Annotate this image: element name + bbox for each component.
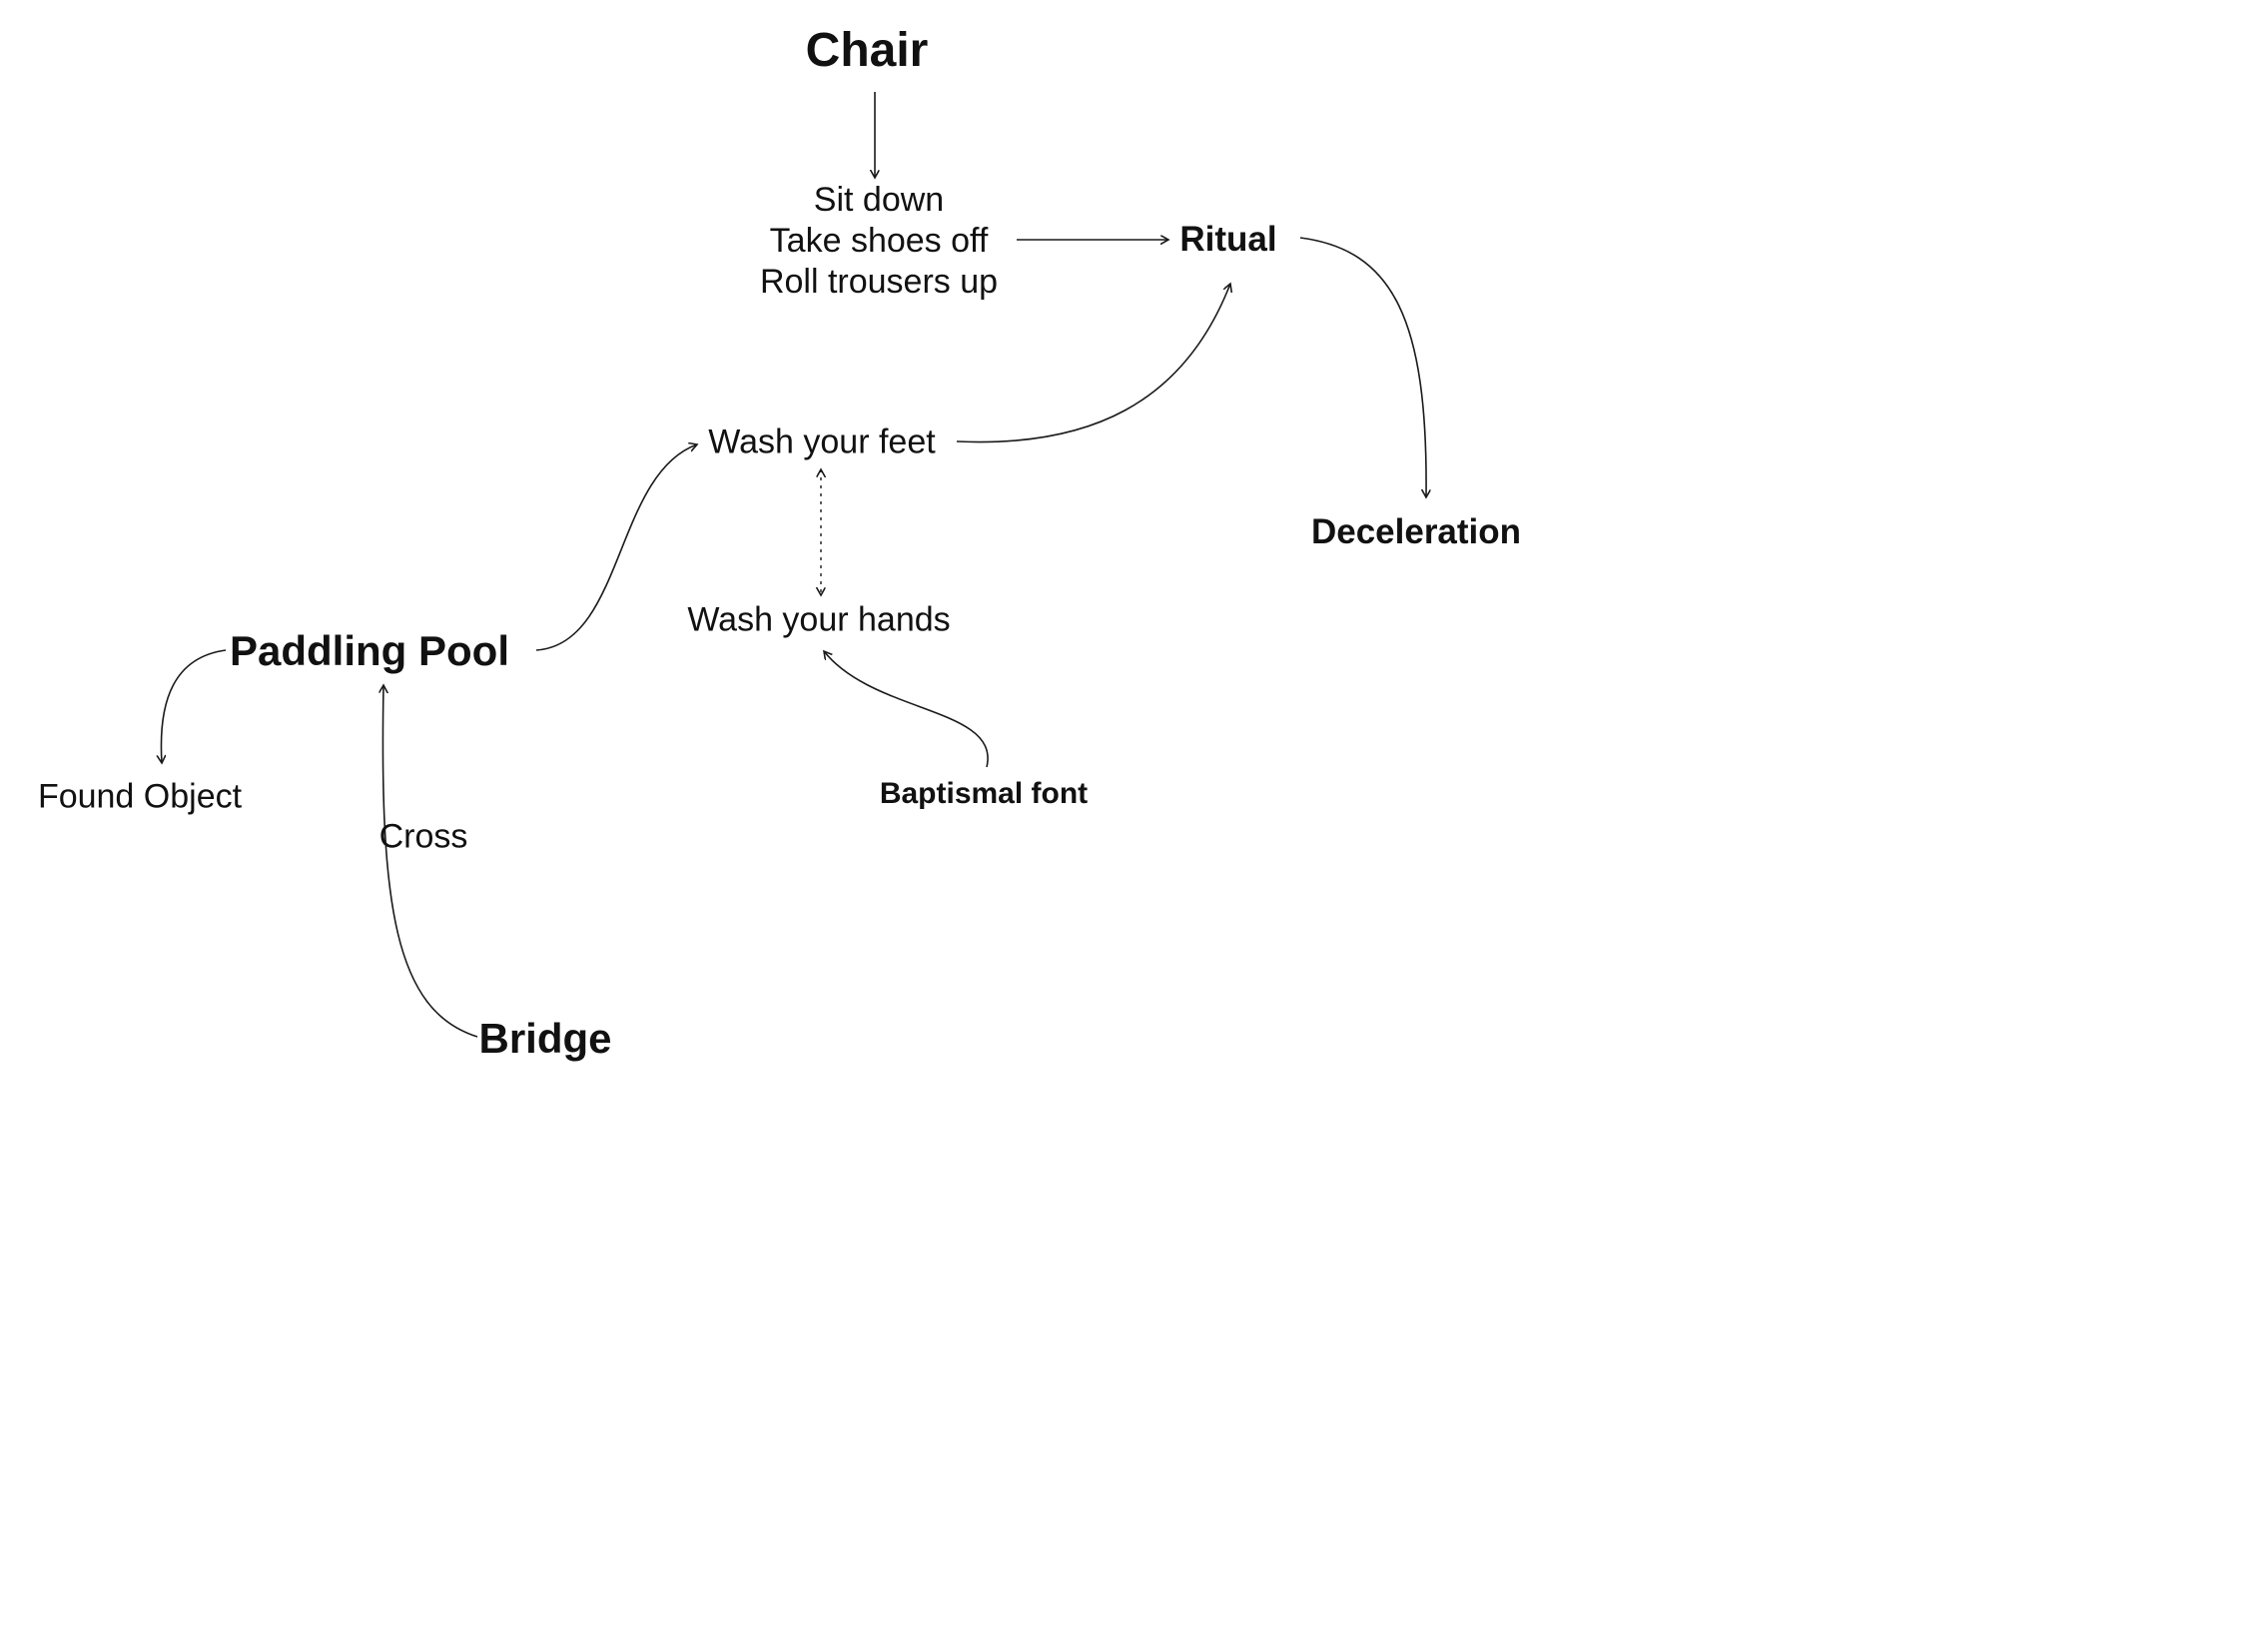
node-chair: Chair — [805, 24, 929, 78]
node-deceleration: Deceleration — [1310, 512, 1522, 551]
edge-paddlingpool-to-foundobject — [161, 649, 227, 763]
edge-ritual-to-deceleration — [1299, 237, 1426, 497]
edge-baptismalfont-to-washhands — [824, 651, 989, 768]
node-actions-line-2: Take shoes off — [769, 221, 989, 260]
edge-washfeet-to-ritual — [956, 284, 1230, 443]
edge-label-cross: Cross — [378, 817, 468, 856]
node-ritual: Ritual — [1179, 220, 1277, 259]
node-actions-line-3: Roll trousers up — [759, 262, 999, 301]
node-actions-line-1: Sit down — [813, 180, 945, 219]
node-actions: Sit down Take shoes off Roll trousers up — [760, 180, 998, 302]
edge-bridge-to-paddlingpool — [382, 685, 478, 1038]
node-bridge: Bridge — [478, 1014, 612, 1062]
edge-paddlingpool-to-washfeet — [535, 444, 697, 651]
node-found-object: Found Object — [37, 777, 243, 816]
node-paddling-pool: Paddling Pool — [230, 626, 509, 674]
node-wash-your-feet: Wash your feet — [708, 422, 936, 461]
node-wash-your-hands: Wash your hands — [687, 600, 951, 639]
node-baptismal-font: Baptismal font — [879, 777, 1089, 810]
